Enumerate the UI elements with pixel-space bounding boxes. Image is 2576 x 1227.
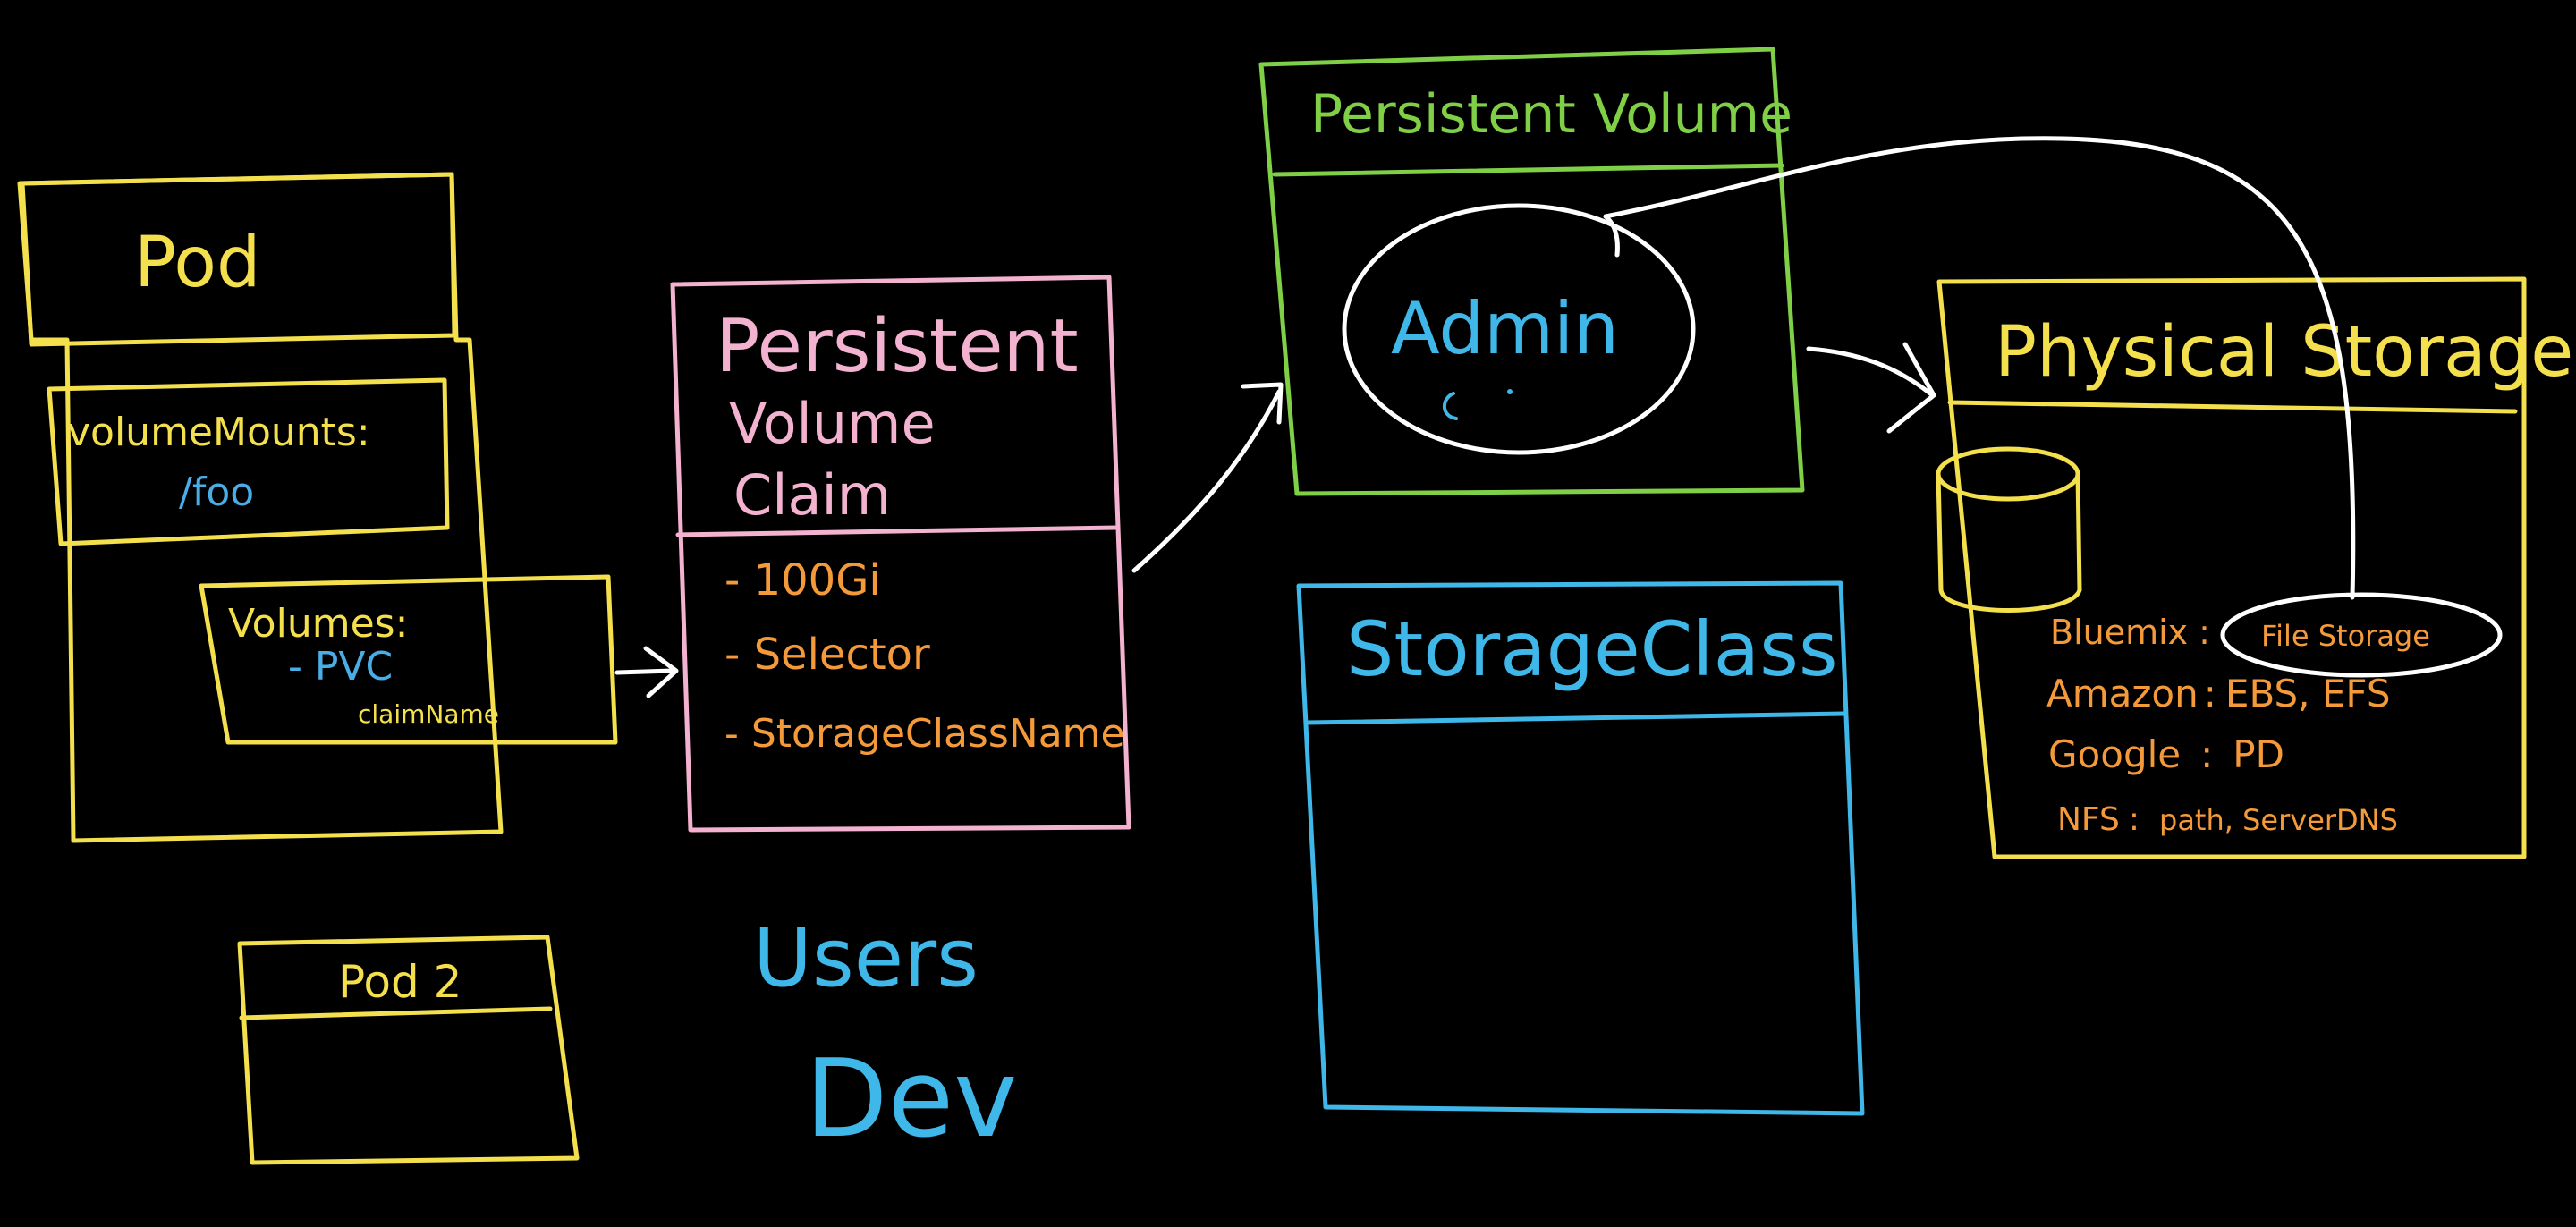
pvc-item: - PVC <box>288 644 393 690</box>
provider-google-value: PD <box>2233 732 2284 776</box>
pod2-box: Pod 2 <box>237 935 580 1165</box>
pvc-title-line1: Persistent <box>716 304 1079 389</box>
provider-amazon: Amazon:EBS, EFS <box>2046 672 2391 715</box>
persistent-volume-to-physical-storage-arrow <box>1806 342 1936 434</box>
file-storage-highlight-circle <box>2220 592 2503 678</box>
persistent-volume-box: Persistent Volume Admin <box>1258 47 1805 496</box>
provider-google-name: Google <box>2048 732 2181 776</box>
provider-nfs-value: path, ServerDNS <box>2159 803 2398 837</box>
provider-bluemix-sep: : <box>2199 613 2210 652</box>
users-label: Users <box>753 911 979 1005</box>
pvc-item-capacity: - 100Gi <box>724 555 881 605</box>
admin-scribble <box>1442 392 1458 420</box>
pod2-title: Pod 2 <box>338 956 462 1008</box>
pvc-item-selector: - Selector <box>724 630 930 680</box>
provider-bluemix: Bluemix: <box>2050 613 2210 652</box>
provider-google-sep: : <box>2200 732 2213 776</box>
pvc-box: Persistent Volume Claim - 100Gi - Select… <box>670 275 1131 833</box>
pvc-title-line3: Claim <box>733 462 891 528</box>
provider-nfs: NFS: path, ServerDNS <box>2057 801 2398 838</box>
provider-nfs-sep: : <box>2129 801 2140 838</box>
mount-path: /foo <box>179 470 254 515</box>
pvc-title-line2: Volume <box>729 391 936 456</box>
provider-google: Google: PD <box>2048 732 2284 776</box>
admin-connector-hook <box>1603 214 1620 258</box>
storage-class-title: StorageClass <box>1346 605 1838 693</box>
admin-to-file-storage-connector <box>1603 136 2356 600</box>
persistent-volume-title: Persistent Volume <box>1310 83 1792 146</box>
admin-dot <box>1507 389 1513 394</box>
provider-bluemix-value: File Storage <box>2261 619 2430 653</box>
admin-circle <box>1342 203 1696 455</box>
claim-name-label: claimName <box>358 699 499 729</box>
provider-amazon-value: EBS, EFS <box>2225 672 2391 715</box>
pod-title: Pod <box>134 223 261 303</box>
volumes-box: Volumes: - PVC claimName <box>199 574 618 745</box>
volumes-to-pvc-arrow <box>614 646 679 698</box>
storage-class-box: StorageClass <box>1296 580 1865 1116</box>
volume-mounts-box: volumeMounts: /foo <box>47 377 450 546</box>
pvc-item-storage-class-name: - StorageClassName <box>724 711 1125 757</box>
pod-box: Pod volumeMounts: /foo Volumes: - PVC cl… <box>17 172 618 843</box>
provider-amazon-name: Amazon <box>2046 672 2199 715</box>
physical-storage-box: Physical Storage Bluemix: File Storage A… <box>1936 276 2573 859</box>
physical-storage-title: Physical Storage <box>1995 312 2573 393</box>
provider-amazon-sep: : <box>2204 672 2216 715</box>
volumes-label: Volumes: <box>228 601 408 647</box>
provider-nfs-name: NFS <box>2057 801 2120 838</box>
dev-label: Dev <box>805 1037 1017 1162</box>
provider-bluemix-name: Bluemix <box>2050 613 2188 652</box>
disk-cylinder-icon <box>1936 446 2082 613</box>
admin-label: Admin <box>1391 287 1619 370</box>
pvc-to-persistent-volume-arrow <box>1131 382 1284 573</box>
volume-mounts-label: volumeMounts: <box>67 410 370 455</box>
